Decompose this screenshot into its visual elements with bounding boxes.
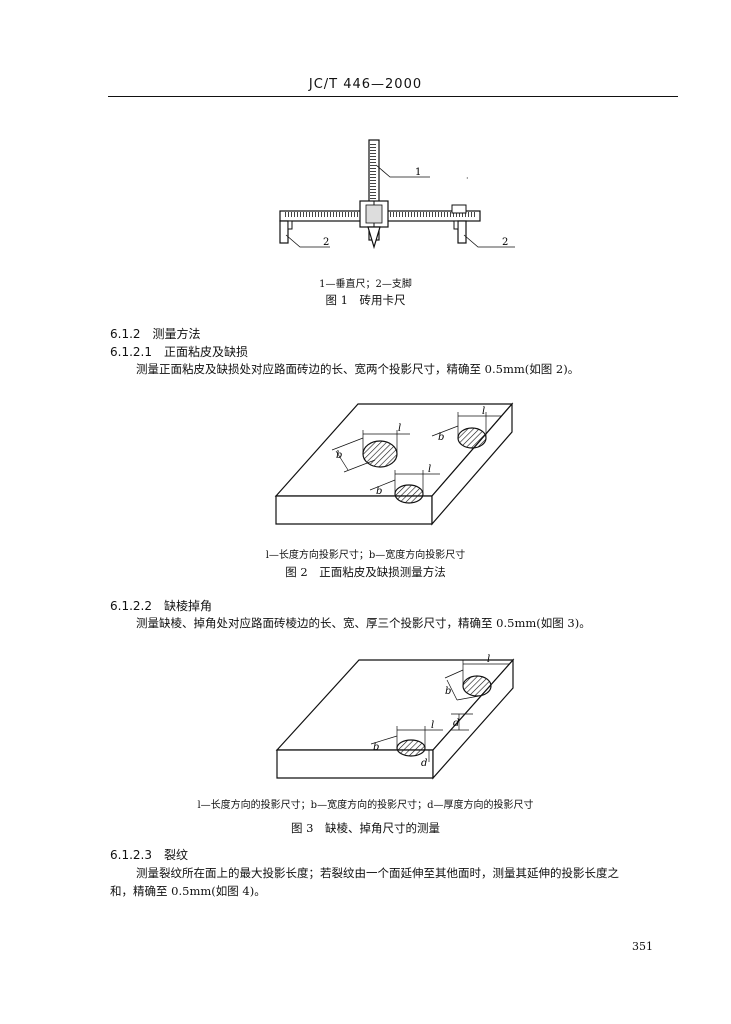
- section-title: 裂纹: [163, 848, 188, 862]
- section-number: 6.1.2: [110, 327, 141, 341]
- callout-1: 1: [415, 167, 421, 178]
- document-header: JC/T 446—2000: [308, 77, 423, 92]
- figure-2-caption: 图 2 正面粘皮及缺损测量方法: [285, 565, 446, 579]
- dim-b-2: b: [373, 742, 379, 753]
- figure-1-caliper-drawing: 1 2 2 ·: [279, 139, 515, 250]
- callout-2-left: 2: [323, 237, 329, 248]
- dim-b-3: b: [376, 486, 382, 497]
- dim-b-1: b: [445, 686, 451, 697]
- section-number: 6.1.2.2: [110, 599, 152, 613]
- figure-3-legend: l—长度方向的投影尺寸；b—宽度方向的投影尺寸；d—厚度方向的投影尺寸: [197, 800, 534, 811]
- figure-1-caption: 图 1 砖用卡尺: [325, 293, 406, 307]
- paragraph-6-1-2-1: 测量正面粘皮及缺损处对应路面砖边的长、宽两个投影尺寸，精确至 0.5mm(如图 …: [136, 362, 580, 376]
- dim-d-1: d: [453, 718, 459, 729]
- defect-blob-3: [394, 484, 424, 504]
- figure-2-slab-drawing: l b l b l b: [274, 402, 514, 526]
- section-6-1-2-heading: 6.1.2 测量方法: [110, 325, 201, 342]
- figure-3-caption: 图 3 缺棱、掉角尺寸的测量: [291, 821, 440, 835]
- left-support-foot: [279, 220, 289, 244]
- dim-l-1: l: [398, 423, 401, 434]
- figure-2-legend: l—长度方向投影尺寸；b—宽度方向投影尺寸: [265, 550, 466, 561]
- dim-l-1: l: [487, 654, 490, 665]
- dim-b-1: b: [336, 450, 342, 461]
- callout-2-right: 2: [502, 237, 508, 248]
- svg-text:·: ·: [466, 174, 469, 183]
- dim-l-2: l: [482, 406, 485, 417]
- section-number: 6.1.2.3: [110, 848, 152, 862]
- dim-l-3: l: [428, 464, 431, 475]
- section-number: 6.1.2.1: [110, 345, 152, 359]
- edge-defect-2: [396, 739, 426, 757]
- section-6-1-2-1-heading: 6.1.2.1 正面粘皮及缺损: [110, 343, 248, 360]
- dim-b-2: b: [438, 432, 444, 443]
- section-6-1-2-3-heading: 6.1.2.3 裂纹: [110, 846, 188, 863]
- paragraph-6-1-2-3-line-1: 测量裂纹所在面上的最大投影长度；若裂纹由一个面延伸至其他面时，测量其延伸的投影长…: [136, 866, 619, 880]
- defect-blob-2: [457, 427, 487, 449]
- dim-l-2: l: [431, 720, 434, 731]
- paragraph-6-1-2-3-line-2: 和，精确至 0.5mm(如图 4)。: [110, 884, 266, 898]
- right-support-foot: [457, 220, 467, 244]
- edge-defect-1: [462, 675, 492, 697]
- header-rule: [108, 96, 678, 97]
- section-title: 正面粘皮及缺损: [163, 345, 248, 359]
- section-title: 测量方法: [152, 327, 201, 341]
- dim-d-2: d: [421, 758, 427, 769]
- figure-3-slab-drawing: l b d l b d: [275, 654, 515, 780]
- figure-1-legend: 1—垂直尺；2—支脚: [319, 279, 412, 290]
- paragraph-6-1-2-2: 测量缺棱、掉角处对应路面砖棱边的长、宽、厚三个投影尺寸，精确至 0.5mm(如图…: [136, 616, 591, 630]
- section-title: 缺棱掉角: [163, 599, 212, 613]
- defect-blob-1: [362, 440, 398, 468]
- page-number: 351: [632, 940, 653, 953]
- section-6-1-2-2-heading: 6.1.2.2 缺棱掉角: [110, 597, 212, 614]
